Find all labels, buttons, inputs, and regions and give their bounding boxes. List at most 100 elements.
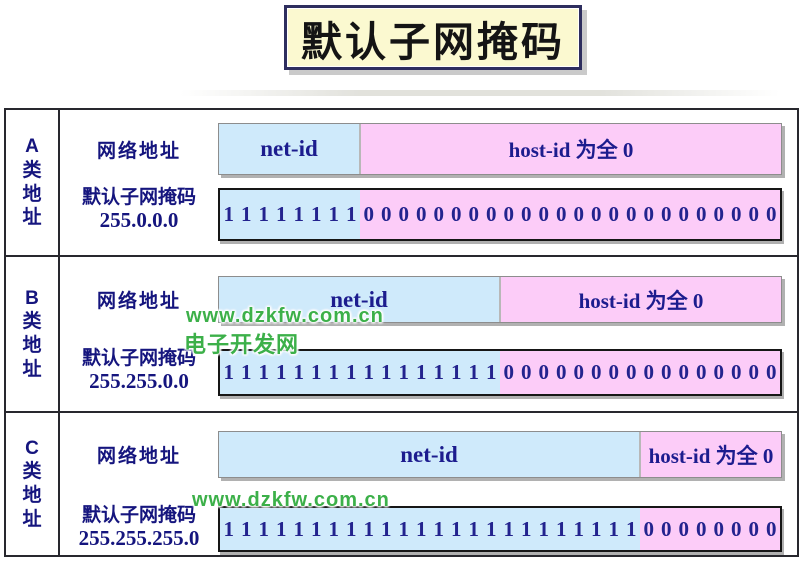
- bit-digit: 1: [398, 516, 410, 541]
- mask-label: 默认子网掩码: [81, 348, 196, 369]
- network-address-label: 网络地址: [96, 291, 181, 312]
- class-char: A: [25, 136, 39, 157]
- class-char: 址: [22, 358, 42, 380]
- bit-digit: 1: [521, 516, 532, 541]
- bit-digit: 0: [678, 360, 690, 384]
- class-c-label: C 类 地 址: [6, 413, 60, 555]
- bit-digit: 1: [276, 360, 287, 384]
- bit-digit: 0: [678, 202, 690, 226]
- class-char: 地: [22, 485, 42, 506]
- bit-digit: 1: [241, 360, 252, 384]
- bit-digit: 1: [293, 202, 305, 226]
- bit-digit: 1: [398, 360, 410, 384]
- bit-digit: 0: [661, 202, 672, 226]
- net-id-segment: net-id: [219, 124, 359, 174]
- bit-digit: 1: [258, 202, 270, 226]
- bit-digit: 1: [241, 516, 252, 541]
- bit-digit: 1: [416, 360, 427, 384]
- class-b-row: B 类 地 址 网络地址 net-id host-id 为全 0: [6, 257, 797, 413]
- bit-digit: 0: [416, 202, 427, 226]
- bit-digit: 1: [258, 360, 270, 384]
- net-id-label: net-id: [260, 136, 318, 161]
- class-char: 地: [22, 335, 42, 356]
- bit-digit: 0: [748, 202, 760, 226]
- bit-digit: 0: [766, 360, 777, 384]
- bit-digit: 1: [381, 516, 392, 541]
- bit-digit: 1: [573, 516, 585, 541]
- host-id-segment: host-id 为全 0: [499, 277, 781, 322]
- bit-digit: 1: [381, 360, 392, 384]
- bit-digit: 1: [346, 202, 357, 226]
- bit-digit: 1: [311, 360, 322, 384]
- host-id-label: host-id 为全 0: [578, 288, 704, 313]
- network-address-label-wrap: 网络地址: [60, 431, 218, 478]
- bit-digit: 0: [608, 202, 620, 226]
- bit-digit: 1: [416, 516, 427, 541]
- host-id-segment: host-id 为全 0: [639, 432, 781, 477]
- watermark-url: www.dzkfw.com.cn: [192, 489, 390, 511]
- bit-digit: 1: [626, 516, 637, 541]
- bit-digit: 0: [556, 360, 567, 384]
- bit-digit: 0: [381, 202, 392, 226]
- bit-digit: 0: [661, 360, 672, 384]
- mask-label-wrap: 默认子网掩码 255.255.255.0: [60, 500, 218, 550]
- mask-label: 默认子网掩码: [81, 505, 196, 526]
- bit-digit: 0: [731, 360, 742, 384]
- bit-digit: 1: [433, 516, 445, 541]
- class-char: 址: [22, 207, 42, 229]
- class-a-content: 网络地址 net-id host-id 为全 0 默认子网掩码 255.0.0.…: [60, 110, 797, 255]
- class-char: 类: [22, 461, 42, 483]
- bit-digit: 0: [503, 360, 515, 384]
- mask-value: 255.255.0.0: [89, 369, 189, 393]
- bit-digit: 0: [521, 360, 532, 384]
- bit-digit: 1: [591, 516, 602, 541]
- bit-digit: 0: [748, 516, 760, 541]
- net-id-label: net-id: [400, 441, 458, 467]
- bit-digit: 0: [433, 202, 445, 226]
- bit-digit: 1: [328, 516, 340, 541]
- shadow-smudge: [180, 90, 780, 96]
- bit-digit: 0: [643, 516, 655, 541]
- bit-digit: 1: [608, 516, 620, 541]
- host-id-label: host-id 为全 0: [508, 138, 634, 162]
- bit-digit: 1: [346, 516, 357, 541]
- bit-digit: 1: [293, 516, 305, 541]
- bit-digit: 1: [258, 516, 270, 541]
- bit-digit: 0: [521, 202, 532, 226]
- class-char: 地: [22, 183, 42, 205]
- bit-digit: 1: [293, 360, 305, 384]
- bit-digit: 0: [486, 202, 497, 226]
- net-id-label: net-id: [330, 286, 388, 312]
- bit-digit: 1: [276, 516, 287, 541]
- network-address-label: 网络地址: [96, 140, 181, 162]
- class-char: C: [25, 437, 39, 459]
- bit-digit: 0: [626, 360, 637, 384]
- bit-digit: 1: [223, 360, 235, 384]
- bit-digit: 1: [241, 202, 252, 226]
- mask-value: 255.0.0.0: [99, 208, 179, 232]
- bit-digit: 0: [713, 360, 725, 384]
- bit-digit: 0: [556, 202, 567, 226]
- bit-digit: 1: [223, 202, 235, 226]
- bit-digit: 0: [713, 516, 725, 541]
- bit-digit: 1: [276, 202, 287, 226]
- class-c-address-bar: net-id host-id 为全 0: [218, 431, 782, 478]
- bit-digit: 0: [608, 360, 620, 384]
- class-char: 类: [22, 159, 42, 181]
- net-id-segment: net-id: [219, 277, 499, 322]
- bit-digit: 0: [766, 202, 777, 226]
- bit-digit: 0: [468, 202, 480, 226]
- watermark-url: www.dzkfw.com.cn: [186, 305, 384, 327]
- bit-digit: 1: [363, 516, 375, 541]
- class-char: 址: [22, 508, 42, 530]
- page-title: 默认子网掩码: [301, 18, 565, 65]
- bit-digit: 0: [573, 360, 585, 384]
- class-c-address-subrow: 网络地址 net-id host-id 为全 0: [60, 431, 782, 478]
